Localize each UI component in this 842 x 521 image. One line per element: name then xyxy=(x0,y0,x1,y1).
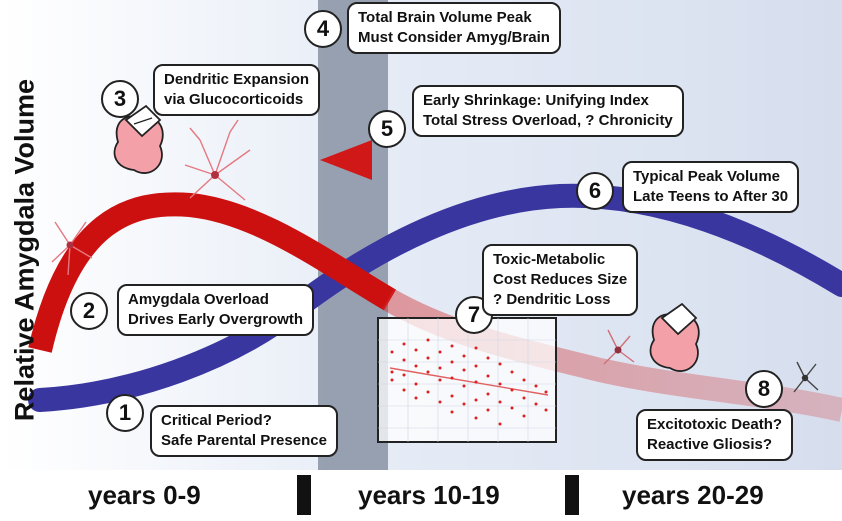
period-label-1: years 0-9 xyxy=(88,480,201,510)
timeline-strip xyxy=(0,470,842,521)
y-axis-label: Relative Amygdala Volume xyxy=(9,78,40,422)
amygdala-icon-right xyxy=(649,302,700,372)
period-label-3: years 20-29 xyxy=(622,480,764,510)
amygdala-icon xyxy=(113,104,164,174)
marker-8: 8 xyxy=(745,370,783,408)
early-overgrowth-curve xyxy=(28,192,397,353)
annotation-3-line-2: via Glucocorticoids xyxy=(164,91,304,108)
annotation-7-line-1: Toxic-Metabolic xyxy=(493,251,606,268)
timeline-divider-2 xyxy=(565,475,579,515)
marker-1: 1 xyxy=(106,394,144,432)
annotation-4: Total Brain Volume Peak Must Consider Am… xyxy=(347,2,561,54)
typical-volume-curve xyxy=(28,183,842,412)
annotation-6-line-2: Late Teens to After 30 xyxy=(633,188,789,205)
annotation-7-line-2: Cost Reduces Size xyxy=(493,271,628,288)
neuron-icon-small xyxy=(51,221,93,276)
annotation-6-line-1: Typical Peak Volume xyxy=(633,168,781,185)
annotation-1: Critical Period? Safe Parental Presence xyxy=(150,405,338,457)
annotation-3: Dendritic Expansion via Glucocorticoids xyxy=(153,64,321,116)
annotation-1-line-1: Critical Period? xyxy=(161,412,272,429)
neuron-icon-dead xyxy=(793,361,819,393)
marker-3: 3 xyxy=(101,80,139,118)
annotation-2-line-2: Drives Early Overgrowth xyxy=(128,311,304,328)
period-label-2: years 10-19 xyxy=(358,480,500,510)
timeline-divider-1 xyxy=(297,475,311,515)
scatter-inset xyxy=(377,317,557,443)
marker-4: 4 xyxy=(304,10,342,48)
annotation-2-line-1: Amygdala Overload xyxy=(128,291,269,308)
marker-6: 6 xyxy=(576,172,614,210)
neuron-icon xyxy=(184,119,251,201)
annotation-8-line-2: Reactive Gliosis? xyxy=(647,436,773,453)
annotation-5: Early Shrinkage: Unifying Index Total St… xyxy=(412,85,684,137)
annotation-3-line-1: Dendritic Expansion xyxy=(164,71,310,88)
annotation-8-line-1: Excitotoxic Death? xyxy=(647,416,783,433)
shift-arrow-head xyxy=(320,140,372,180)
annotation-4-line-2: Must Consider Amyg/Brain xyxy=(358,29,550,46)
marker-2: 2 xyxy=(70,292,108,330)
brain-peak-band xyxy=(318,0,388,470)
annotation-2: Amygdala Overload Drives Early Overgrowt… xyxy=(117,284,315,336)
annotation-6: Typical Peak Volume Late Teens to After … xyxy=(622,161,800,213)
neuron-icon-fading xyxy=(603,329,635,365)
annotation-1-line-2: Safe Parental Presence xyxy=(161,432,327,449)
annotation-5-line-2: Total Stress Overload, ? Chronicity xyxy=(423,112,673,129)
marker-5: 5 xyxy=(368,110,406,148)
annotation-4-line-1: Total Brain Volume Peak xyxy=(358,9,532,26)
annotation-7: Toxic-Metabolic Cost Reduces Size ? Dend… xyxy=(482,244,639,316)
annotation-7-line-3: ? Dendritic Loss xyxy=(493,291,611,308)
annotation-8: Excitotoxic Death? Reactive Gliosis? xyxy=(636,409,794,461)
annotation-5-line-1: Early Shrinkage: Unifying Index xyxy=(423,92,649,109)
